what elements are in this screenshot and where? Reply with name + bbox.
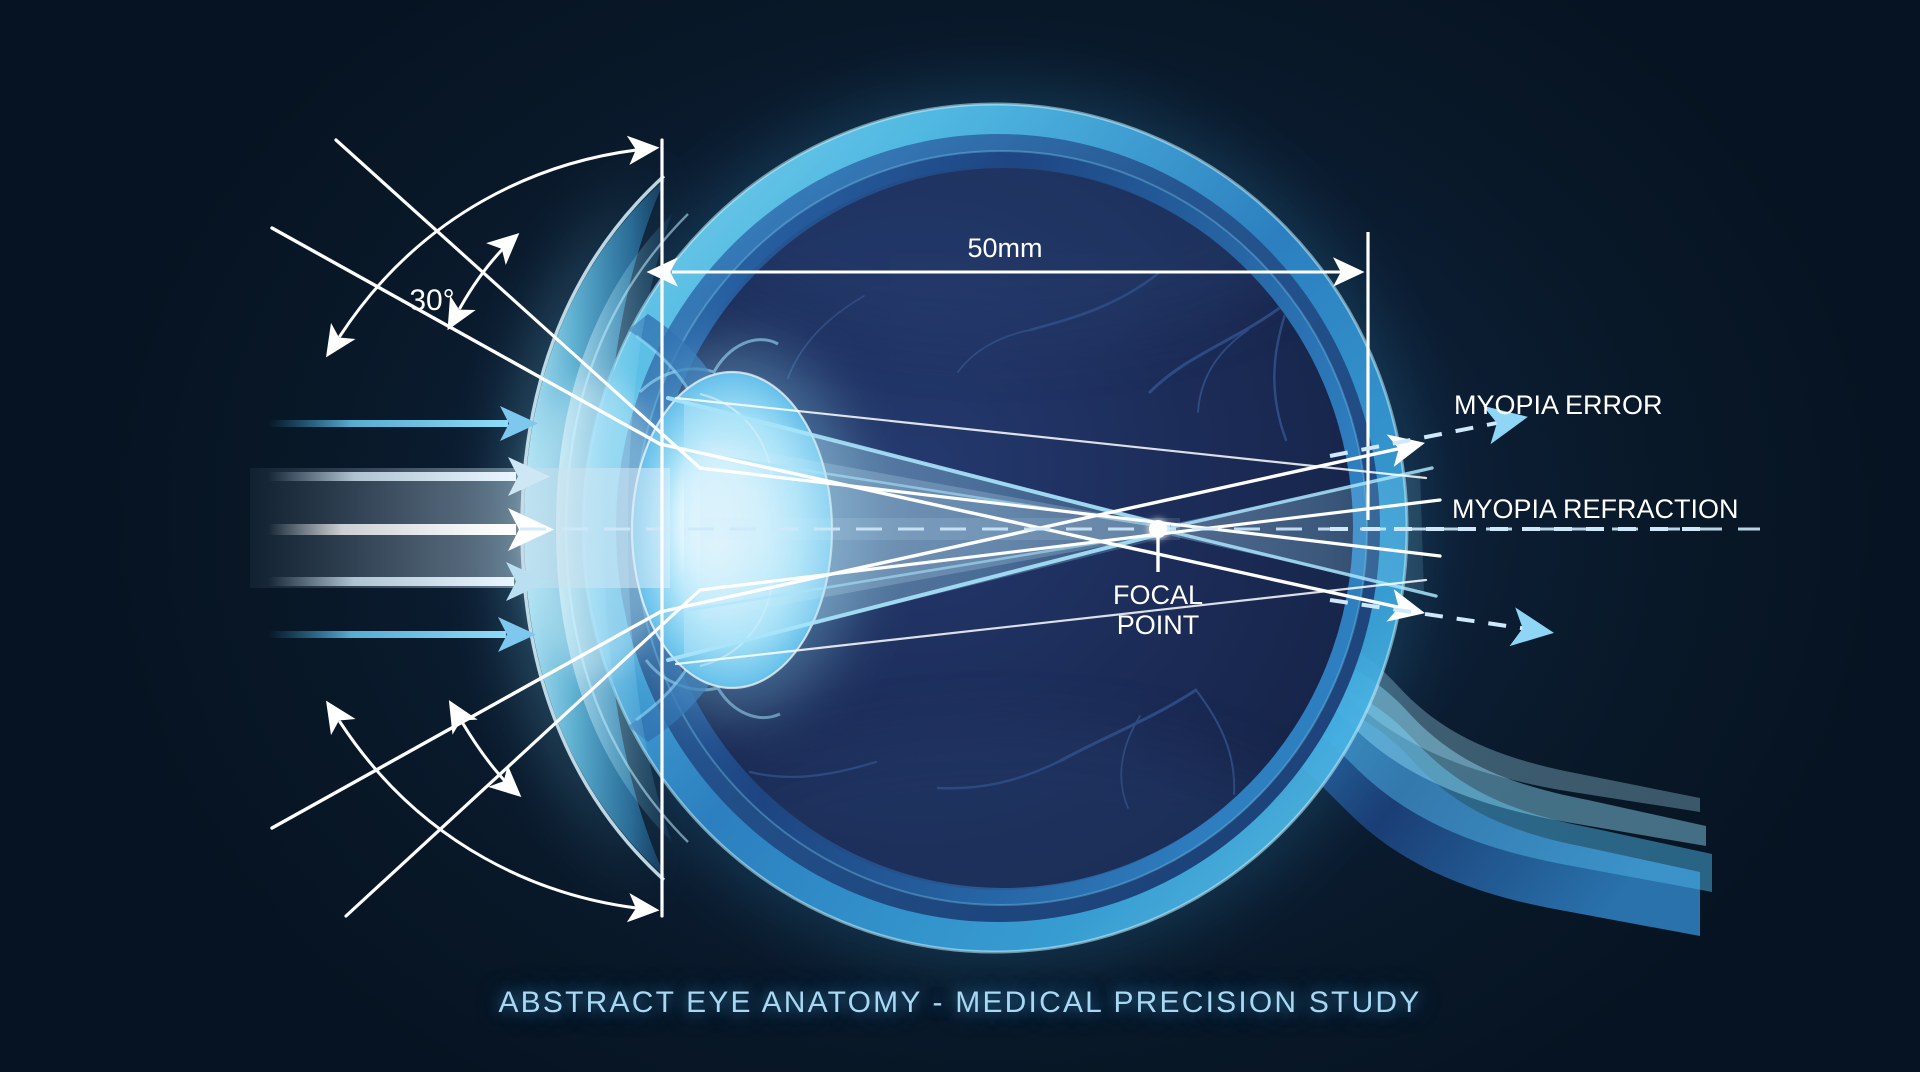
focal-point-marker: FOCAL POINT — [1113, 520, 1203, 640]
myopia-error-callout: MYOPIA ERROR — [1329, 390, 1663, 458]
myopia-error-lower-callout — [1329, 598, 1554, 647]
myopia-refraction-callout: MYOPIA REFRACTION — [1330, 494, 1739, 531]
myopia-error-leader — [1329, 405, 1528, 458]
lower-angle-arc — [326, 700, 660, 923]
diameter-dimension: 50mm — [646, 232, 1370, 520]
myopia-refraction-label: MYOPIA REFRACTION — [1452, 494, 1739, 524]
angle-label: 30° — [409, 284, 454, 317]
light-ray-4 — [268, 562, 548, 601]
focal-point-label-line1: FOCAL — [1113, 580, 1203, 610]
myopia-error-label: MYOPIA ERROR — [1454, 390, 1663, 420]
upper-30deg-arc — [447, 232, 520, 331]
page-caption: ABSTRACT EYE ANATOMY - MEDICAL PRECISION… — [498, 986, 1422, 1019]
incoming-light-rays — [250, 406, 670, 652]
light-ray-1 — [268, 406, 538, 441]
diameter-label: 50mm — [967, 233, 1042, 263]
focal-point-dot — [1149, 520, 1167, 538]
myopia-error-lower-leader — [1329, 598, 1554, 647]
light-ray-5 — [268, 617, 536, 652]
focal-point-label-line2: POINT — [1117, 610, 1200, 640]
upper-angle-arc — [326, 135, 660, 358]
lower-30deg-arc — [448, 700, 522, 798]
light-ray-2 — [268, 457, 550, 496]
